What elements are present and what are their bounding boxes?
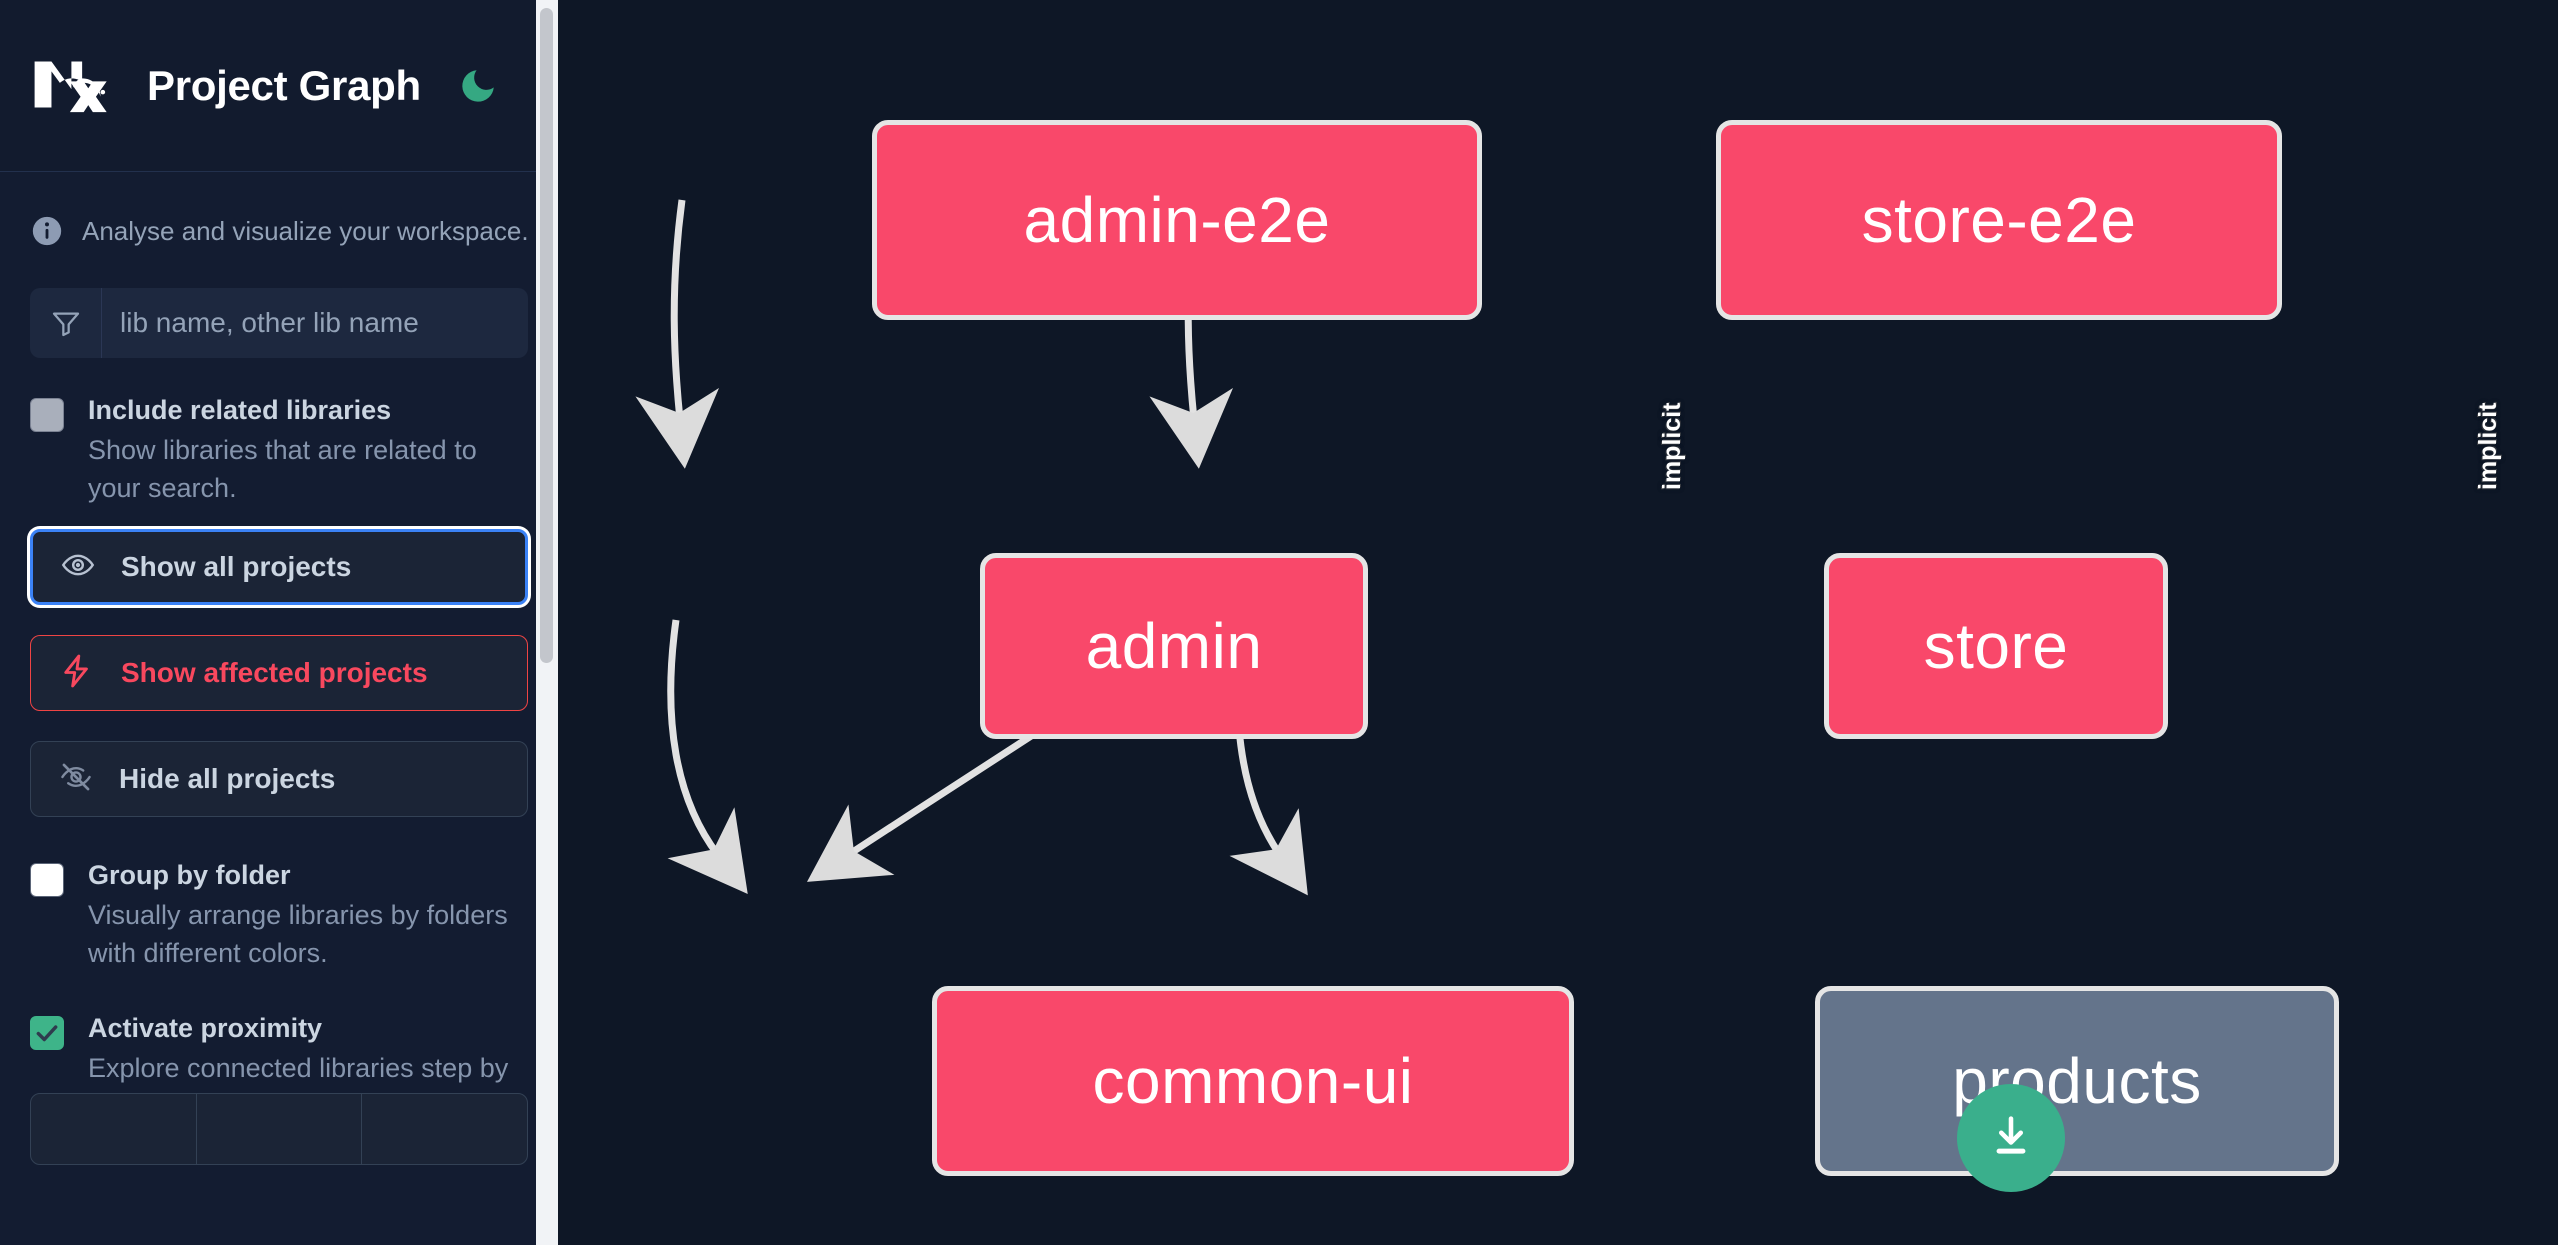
show-all-projects-button[interactable]: Show all projects [30,528,528,605]
filter-funnel-icon [30,288,102,358]
segmented-button-group[interactable] [30,1092,528,1165]
edge-label-implicit-admin: implicit [1658,402,1686,490]
group-by-folder-description: Visually arrange libraries by folders wi… [88,900,508,968]
graph-node-label: admin-e2e [1023,184,1331,256]
hide-all-projects-button[interactable]: Hide all projects [30,740,528,817]
search-input[interactable] [102,288,528,358]
download-icon [1985,1110,2037,1167]
sidebar-scrollbar-thumb[interactable] [540,8,553,663]
show-affected-projects-label: Show affected projects [121,656,428,688]
sidebar-info-text: Analyse and visualize your workspace. [82,215,529,246]
page-title: Project Graph [147,61,421,109]
activate-proximity-label: Activate proximity [88,1012,323,1043]
graph-node-label: common-ui [1092,1045,1414,1117]
segment-2[interactable] [197,1093,363,1164]
graph-node-label: admin [1085,610,1263,682]
graph-node-admin-e2e[interactable]: admin-e2e [872,120,1482,320]
edge-admin-e2e-to-admin [635,199,720,469]
info-icon [30,214,64,248]
group-by-folder-label: Group by folder [88,859,291,890]
sidebar: Project Graph Analyse and visualize your… [0,0,558,1245]
lightning-icon [59,653,95,692]
download-button[interactable] [1957,1084,2065,1192]
option-include-related-libraries[interactable]: Include related libraries Show libraries… [30,392,528,507]
include-related-description: Show libraries that are related to your … [88,435,477,503]
sidebar-scrollbar[interactable] [536,0,558,1245]
graph-canvas[interactable]: implicit implicit admin-e2e store-e2e ad… [558,0,2558,1245]
edge-admin-to-common-ui [667,619,748,894]
show-all-projects-label: Show all projects [121,550,352,582]
eye-off-icon [59,760,93,797]
graph-node-store[interactable]: store [1824,553,2168,739]
nx-logo-icon [30,55,122,117]
filter-field[interactable] [30,288,528,358]
graph-node-label: store-e2e [1861,184,2137,256]
include-related-checkbox[interactable] [30,398,64,432]
graph-node-admin[interactable]: admin [980,553,1368,739]
eye-icon [61,548,95,585]
sidebar-header: Project Graph [0,0,558,172]
moon-icon[interactable] [453,61,503,111]
sidebar-body: Include related libraries Show libraries… [0,288,558,1125]
segment-3[interactable] [362,1094,527,1164]
segment-1[interactable] [31,1093,197,1164]
graph-node-products[interactable]: products [1815,986,2339,1176]
sidebar-info: Analyse and visualize your workspace. [0,172,558,258]
group-by-folder-checkbox[interactable] [30,862,64,897]
graph-node-common-ui[interactable]: common-ui [932,986,1574,1176]
activate-proximity-checkbox[interactable] [30,1015,64,1050]
include-related-label: Include related libraries [88,395,392,425]
show-affected-projects-button[interactable]: Show affected projects [30,634,528,711]
graph-node-label: store [1923,610,2069,682]
edge-label-implicit-store: implicit [2474,402,2502,490]
option-group-by-folder[interactable]: Group by folder Visually arrange librari… [30,857,528,972]
hide-all-projects-label: Hide all projects [119,762,336,794]
graph-node-store-e2e[interactable]: store-e2e [1716,120,2282,320]
